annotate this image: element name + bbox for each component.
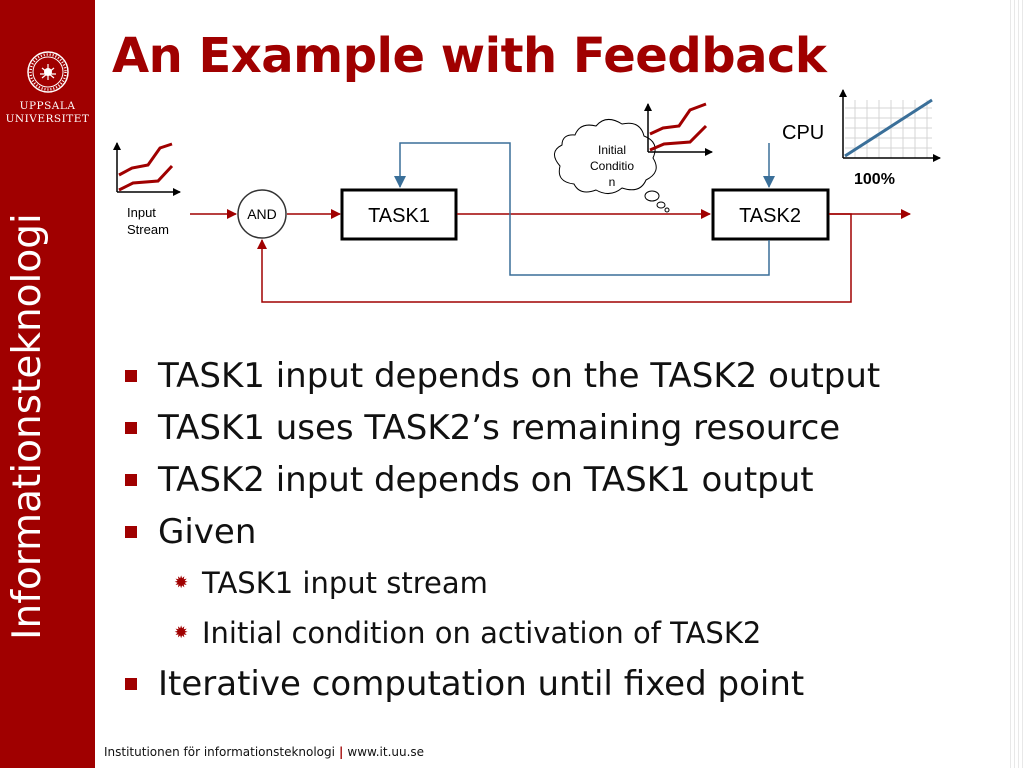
bullet-item: Given [120,506,1000,558]
task2-label: TASK2 [739,205,801,227]
input-stream-label-line1: Input [127,205,156,220]
sub-bullet-item: ✹ Initial condition on activation of TASK… [120,608,1000,658]
sidebar: UPPSALA UNIVERSITET Informationsteknolog… [0,0,95,768]
bullet-text: Given [158,512,257,552]
university-logo: UPPSALA UNIVERSITET [0,50,95,126]
bullet-list: TASK1 input depends on the TASK2 output … [120,350,1000,710]
cpu-label: CPU [782,122,824,144]
bullet-text: TASK2 input depends on TASK1 output [158,460,814,500]
initial-condition-chart [644,102,713,156]
footer-url[interactable]: www.it.uu.se [347,745,425,759]
bullet-item: TASK2 input depends on TASK1 output [120,454,1000,506]
square-bullet-icon [125,678,137,690]
cpu-chart [839,89,941,162]
bullet-item: TASK1 uses TASK2’s remaining resource [120,402,1000,454]
university-seal-icon [26,51,69,93]
footer-department: Institutionen för informationsteknologi [104,745,335,759]
square-bullet-icon [125,422,137,434]
sub-bullet-text: TASK1 input stream [202,566,488,600]
bullet-item: Iterative computation until fixed point [120,658,1000,710]
and-gate: AND [237,189,287,239]
decorative-stripe [1010,0,1024,768]
square-bullet-icon [125,474,137,486]
bullet-text: Iterative computation until fixed point [158,664,805,704]
logo-text-line2: UNIVERSITET [5,113,90,125]
footer-separator: | [338,745,344,759]
initial-condition-line1: Initial [598,143,626,157]
sub-bullet-text: Initial condition on activation of TASK2 [202,616,762,650]
task2-box: TASK2 [711,188,830,241]
square-bullet-icon [125,526,137,538]
input-stream-chart [113,142,181,196]
initial-condition-cloud: Initial Conditio n [554,119,670,213]
starburst-bullet-icon: ✹ [174,623,189,643]
and-label: AND [247,206,277,222]
red-feedback-loop [257,213,852,303]
cpu-percent-label: 100% [854,171,895,188]
initial-condition-line3: n [609,175,616,189]
bullet-item: TASK1 input depends on the TASK2 output [120,350,1000,402]
bullet-text: TASK1 uses TASK2’s remaining resource [158,408,841,448]
square-bullet-icon [125,370,137,382]
blue-resource-feedback [394,142,770,276]
bullet-text: TASK1 input depends on the TASK2 output [158,356,881,396]
initial-condition-line2: Conditio [590,159,634,173]
input-stream-label-line2: Stream [127,222,169,237]
starburst-bullet-icon: ✹ [174,573,189,593]
sub-bullet-item: ✹ TASK1 input stream [120,558,1000,608]
task1-box: TASK1 [340,188,458,241]
feedback-diagram: Input Stream AND TASK1 TASK2 Initial Con… [113,89,941,303]
footer: Institutionen för informationsteknologi|… [104,745,424,759]
slide-title: An Example with Feedback [112,28,827,84]
logo-text-line1: UPPSALA [19,100,76,112]
task1-label: TASK1 [368,205,430,227]
